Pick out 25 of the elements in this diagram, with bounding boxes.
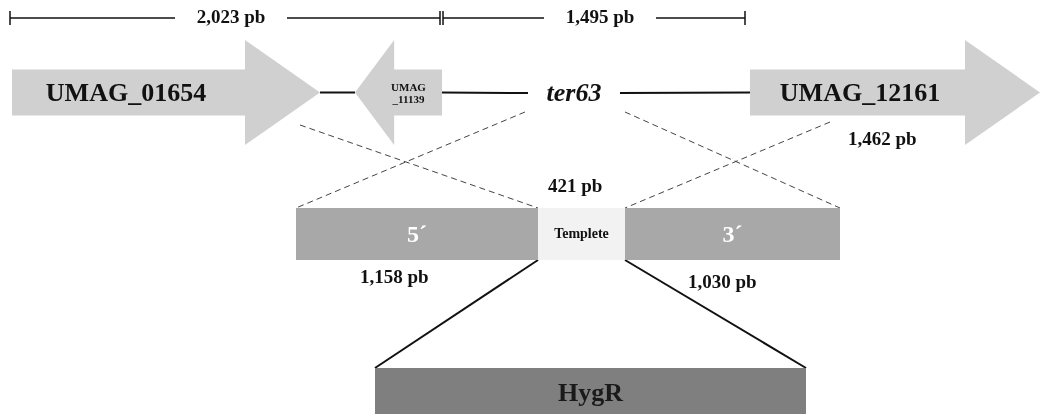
construct-segment — [296, 208, 538, 260]
gene-name: 5´ — [407, 220, 427, 248]
connector-line — [624, 259, 807, 369]
gene-arrow — [12, 40, 320, 145]
gene-name: UMAG_01654 — [45, 77, 207, 108]
construct-segment — [375, 368, 806, 414]
construct-segment — [625, 208, 840, 260]
gene-name: Templete — [554, 226, 609, 242]
length-label: 1,158 pb — [360, 266, 429, 288]
connector-line — [441, 91, 529, 94]
length-label: 1,462 pb — [848, 128, 917, 150]
construct-segment — [538, 208, 625, 260]
length-label: 1,030 pb — [688, 271, 757, 293]
gene-arrow — [355, 40, 442, 145]
gene-name: UMAG_12161 — [779, 77, 941, 108]
connector-line — [319, 91, 356, 94]
gene-name: 3´ — [722, 220, 743, 248]
connector-line — [299, 124, 539, 209]
connector-line — [295, 111, 526, 209]
gene-name: UMAG _11139 — [390, 80, 427, 105]
connector-line — [619, 91, 751, 94]
length-label: 421 pb — [548, 175, 603, 197]
gene-name: HygR — [558, 378, 623, 408]
connector-line — [374, 259, 539, 369]
gene-name: ter63 — [546, 78, 602, 108]
